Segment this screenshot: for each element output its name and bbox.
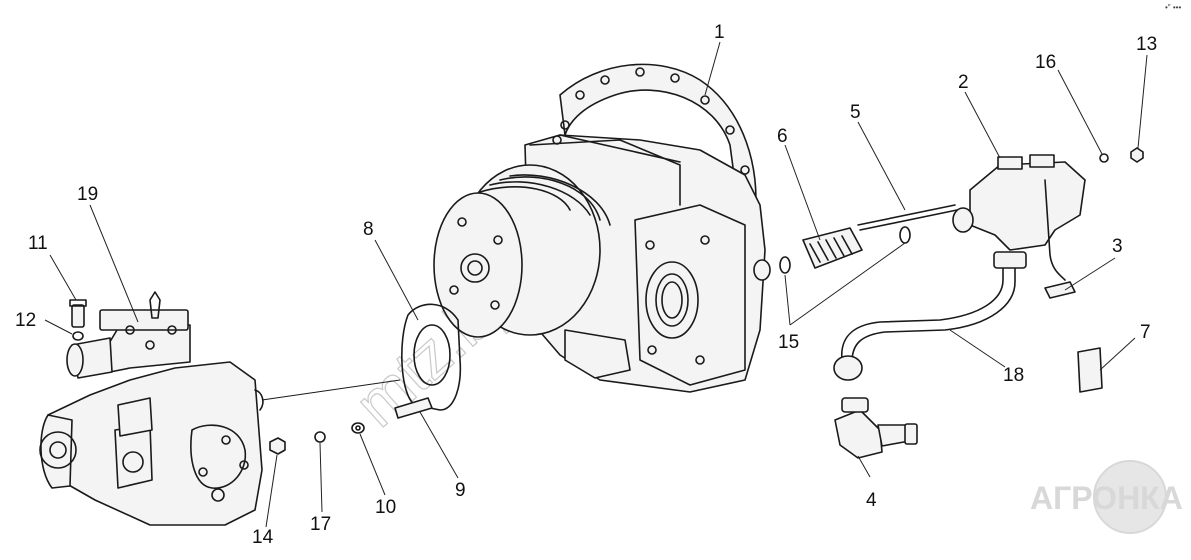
callout-19: 19 bbox=[77, 184, 98, 205]
callout-4: 4 bbox=[866, 490, 877, 511]
elbow-fitting-4 bbox=[834, 397, 918, 459]
callout-5: 5 bbox=[850, 102, 861, 123]
callout-13: 13 bbox=[1136, 34, 1157, 55]
spring-washer-17 bbox=[314, 431, 326, 443]
callout-2: 2 bbox=[958, 72, 969, 93]
nut-13 bbox=[1130, 147, 1144, 163]
callout-10: 10 bbox=[375, 497, 396, 518]
callout-11: 11 bbox=[28, 233, 48, 254]
callout-7: 7 bbox=[1140, 322, 1151, 343]
housing-assembly bbox=[433, 63, 771, 393]
valve-block-2 bbox=[952, 154, 1086, 281]
washer-10 bbox=[351, 422, 365, 434]
block-3 bbox=[1044, 281, 1076, 299]
callout-1: 1 bbox=[714, 22, 725, 43]
washer-16 bbox=[1099, 153, 1109, 163]
agronka-logo: АГРОНКА bbox=[1030, 460, 1183, 534]
pump-assembly bbox=[39, 291, 264, 526]
filter-6 bbox=[802, 227, 863, 269]
tube-18 bbox=[833, 251, 1027, 381]
callout-15: 15 bbox=[778, 332, 799, 353]
callout-labels: 1 2 3 4 5 6 7 8 9 10 11 12 13 14 15 16 1… bbox=[15, 22, 1157, 548]
pin-9 bbox=[394, 397, 433, 419]
fitting-11 bbox=[69, 299, 87, 328]
callout-14: 14 bbox=[252, 527, 274, 548]
callout-16: 16 bbox=[1035, 52, 1056, 73]
callout-12: 12 bbox=[15, 310, 36, 331]
callout-9: 9 bbox=[455, 480, 466, 501]
callout-6: 6 bbox=[777, 126, 788, 147]
callout-18: 18 bbox=[1003, 365, 1024, 386]
callout-17: 17 bbox=[310, 514, 331, 535]
nut-14 bbox=[269, 437, 286, 455]
cap-7 bbox=[1077, 347, 1103, 393]
washer-12 bbox=[72, 331, 84, 341]
rod-5 bbox=[857, 204, 958, 231]
gasket-8 bbox=[401, 303, 462, 411]
corner-mark: •″ ••• bbox=[1165, 3, 1181, 12]
logo-text: АГРОНКА bbox=[1030, 480, 1183, 516]
callout-3: 3 bbox=[1112, 236, 1123, 257]
callout-8: 8 bbox=[363, 219, 374, 240]
leader-lines bbox=[44, 41, 1148, 528]
